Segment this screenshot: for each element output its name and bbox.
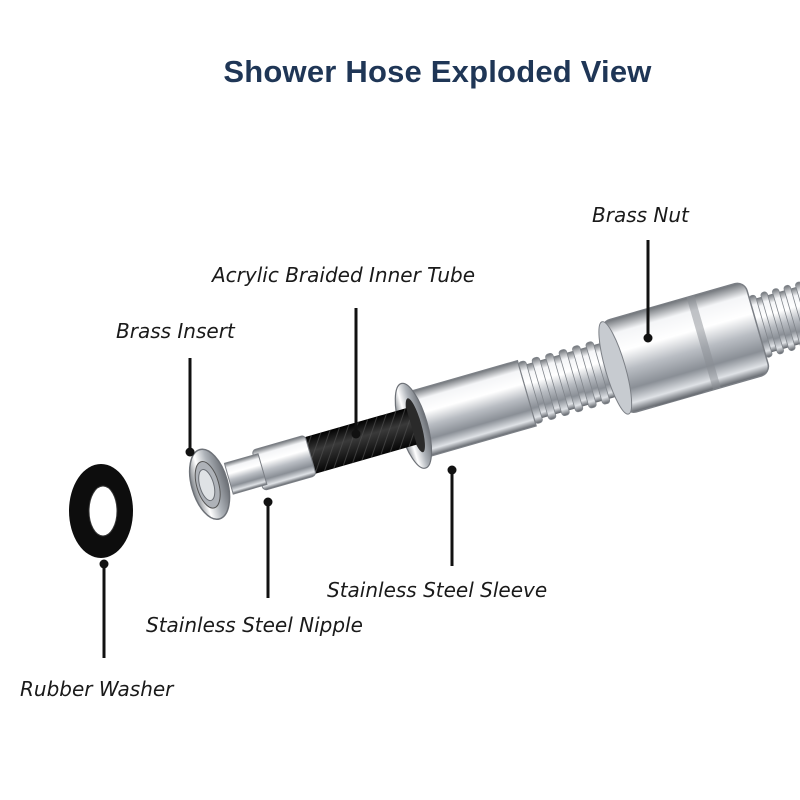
rubber-washer — [69, 464, 133, 558]
hose-rib — [531, 356, 557, 420]
diagram-title: Shower Hose Exploded View — [223, 54, 652, 89]
hose-assembly — [188, 280, 800, 520]
hose-rib — [585, 341, 611, 405]
hose-rib — [760, 291, 784, 355]
stainless-steel-sleeve-part — [394, 359, 537, 469]
hose-rib — [572, 345, 597, 409]
hose-rib — [545, 352, 570, 417]
label-inner-tube: Acrylic Braided Inner Tube — [212, 263, 476, 287]
hose-rib — [558, 349, 584, 413]
leader-lines — [102, 240, 650, 658]
stainless-steel-nipple-part — [223, 435, 316, 495]
label-washer: Rubber Washer — [20, 677, 174, 701]
hose-rib — [795, 281, 800, 345]
hose-rib — [783, 284, 800, 348]
label-sleeve: Stainless Steel Sleeve — [327, 578, 548, 602]
label-nipple: Stainless Steel Nipple — [146, 613, 363, 637]
label-brass-nut: Brass Nut — [592, 203, 689, 227]
brass-nut-part — [598, 282, 770, 415]
label-brass-insert: Brass Insert — [116, 319, 235, 343]
brass-insert-part — [188, 448, 231, 520]
hose-rib — [772, 288, 796, 351]
acrylic-braided-inner-tube-part — [300, 408, 417, 475]
leader-dots — [99, 333, 653, 569]
